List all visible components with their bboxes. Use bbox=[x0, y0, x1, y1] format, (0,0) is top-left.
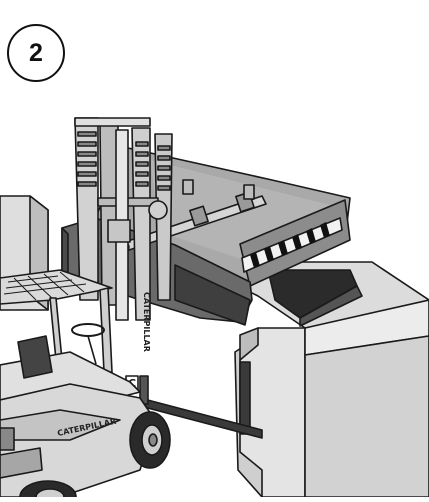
mast-brand-text: CATERPILLAR bbox=[142, 292, 151, 352]
mast-grill bbox=[77, 131, 171, 191]
step-number-badge: 2 bbox=[7, 24, 65, 82]
forklift-wheels bbox=[19, 411, 171, 502]
hazard-stripes bbox=[241, 217, 343, 273]
step-number: 2 bbox=[29, 38, 43, 67]
forklift-body: CATERPILLAR bbox=[0, 269, 156, 498]
forklift-mast: CATERPILLAR C bbox=[74, 117, 173, 391]
dock-block bbox=[189, 261, 429, 498]
